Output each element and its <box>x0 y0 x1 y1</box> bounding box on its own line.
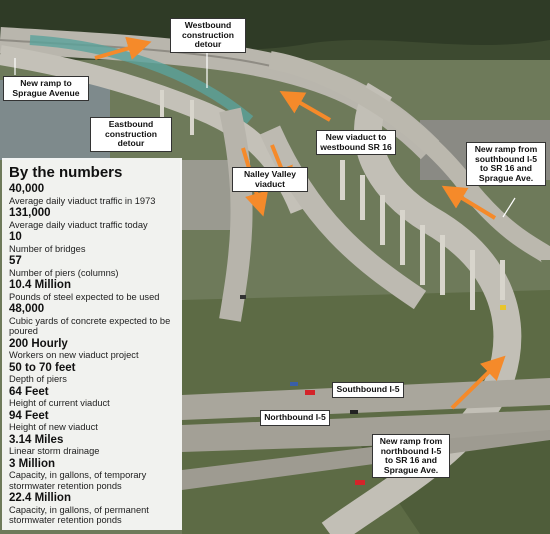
stat-desc: Workers on new viaduct project <box>9 350 139 360</box>
callout-southbound-ramp: New ramp from southbound I-5 to SR 16 an… <box>466 142 546 187</box>
stat-desc: Number of piers (columns) <box>9 267 119 278</box>
callout-sprague-ramp: New ramp to Sprague Avenue <box>3 76 89 102</box>
stat-desc: Capacity, in gallons, of temporary storm… <box>9 470 147 491</box>
stat-value: 131,000 <box>9 207 51 219</box>
arrow-westbound-detour <box>94 36 152 60</box>
stat-value: 40,000 <box>9 183 45 195</box>
stat-value: 94 Feet <box>9 409 49 422</box>
callout-nalley-valley: Nalley Valley viaduct <box>232 167 308 193</box>
callout-westbound-detour: Westbound construction detour <box>170 18 246 53</box>
stat-desc: Number of bridges <box>9 243 86 254</box>
stat-desc: Capacity, in gallons, of permanent storm… <box>9 504 149 526</box>
stat-value: 64 Feet <box>9 385 49 398</box>
callout-northbound-ramp: New ramp from northbound I-5 to SR 16 an… <box>372 434 450 479</box>
stat-value: 57 <box>9 255 22 267</box>
stat-desc: Average daily viaduct traffic today <box>9 219 148 230</box>
stat-desc: Depth of piers <box>9 374 67 384</box>
callout-eastbound-detour: Eastbound construction detour <box>90 117 172 152</box>
stat-value: 10 <box>9 231 22 243</box>
stat-value: 200 Hourly <box>9 337 68 350</box>
stat-value: 50 to 70 feet <box>9 361 76 374</box>
callout-viaduct-sr16: New viaduct to westbound SR 16 <box>316 130 396 156</box>
stat-value: 3 Million <box>9 457 55 470</box>
stat-desc: Height of new viaduct <box>9 422 98 432</box>
stat-value: 22.4 Million <box>9 492 71 504</box>
arrow-northbound-ramp <box>450 355 506 410</box>
stat-value: 3.14 Miles <box>9 433 64 446</box>
stat-desc: Linear storm drainage <box>9 446 100 456</box>
stat-desc: Pounds of steel expected to be used <box>9 291 160 302</box>
stat-value: 48,000 <box>9 303 45 315</box>
stat-desc: Height of current viaduct <box>9 398 110 408</box>
stat-value: 10.4 Million <box>9 279 71 291</box>
panel-title: By the numbers <box>9 164 123 181</box>
arrow-viaduct-sr16 <box>279 91 331 122</box>
stat-desc: Cubic yards of concrete expected to be p… <box>9 315 171 337</box>
arrow-southbound-ramp <box>441 185 497 220</box>
stat-desc: Average daily viaduct traffic in 1973 <box>9 195 156 206</box>
callout-southbound-i5: Southbound I-5 <box>332 382 404 398</box>
callout-northbound-i5: Northbound I-5 <box>260 410 330 426</box>
